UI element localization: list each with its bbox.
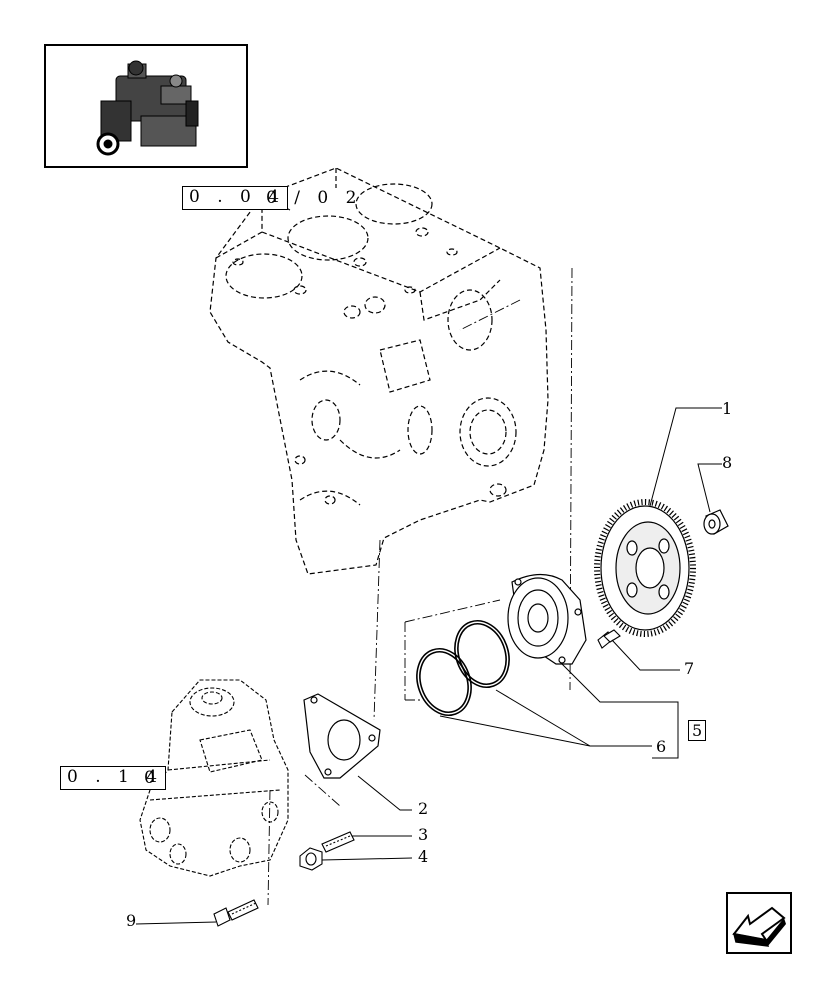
injection-pump-outline xyxy=(139,679,289,877)
callout-2: 2 xyxy=(418,799,429,818)
drive-gear xyxy=(594,499,696,637)
callout-9: 9 xyxy=(126,911,137,930)
callout-7: 7 xyxy=(684,659,695,678)
engine-overview-icon xyxy=(96,60,199,156)
callout-1: 1 xyxy=(722,399,733,418)
engine-thumbnail xyxy=(44,44,248,168)
engine-block-outline xyxy=(209,167,549,575)
flange-gasket xyxy=(303,693,381,779)
o-rings xyxy=(416,620,510,716)
stud xyxy=(321,831,355,853)
bushing xyxy=(703,509,729,535)
callout-6: 6 xyxy=(656,737,667,756)
callout-4: 4 xyxy=(418,847,429,866)
pump-hub xyxy=(507,573,587,665)
nut xyxy=(299,847,323,871)
pump-bolt xyxy=(213,899,259,927)
pump-reference-tag[interactable]: 0 . 1 4 xyxy=(60,766,167,790)
callout-5-box: 5 xyxy=(688,720,707,741)
block-reference-suffix: 0 / 0 2 xyxy=(266,188,363,208)
block-reference-tag[interactable]: 0 . 0 4 xyxy=(182,186,289,210)
next-page-button[interactable] xyxy=(726,892,792,954)
callout-8: 8 xyxy=(722,453,733,472)
callout-5: 5 xyxy=(688,720,707,741)
callout-3: 3 xyxy=(418,825,429,844)
next-page-arrow-icon xyxy=(732,906,786,947)
pump-reference-suffix: 0 xyxy=(144,768,161,788)
